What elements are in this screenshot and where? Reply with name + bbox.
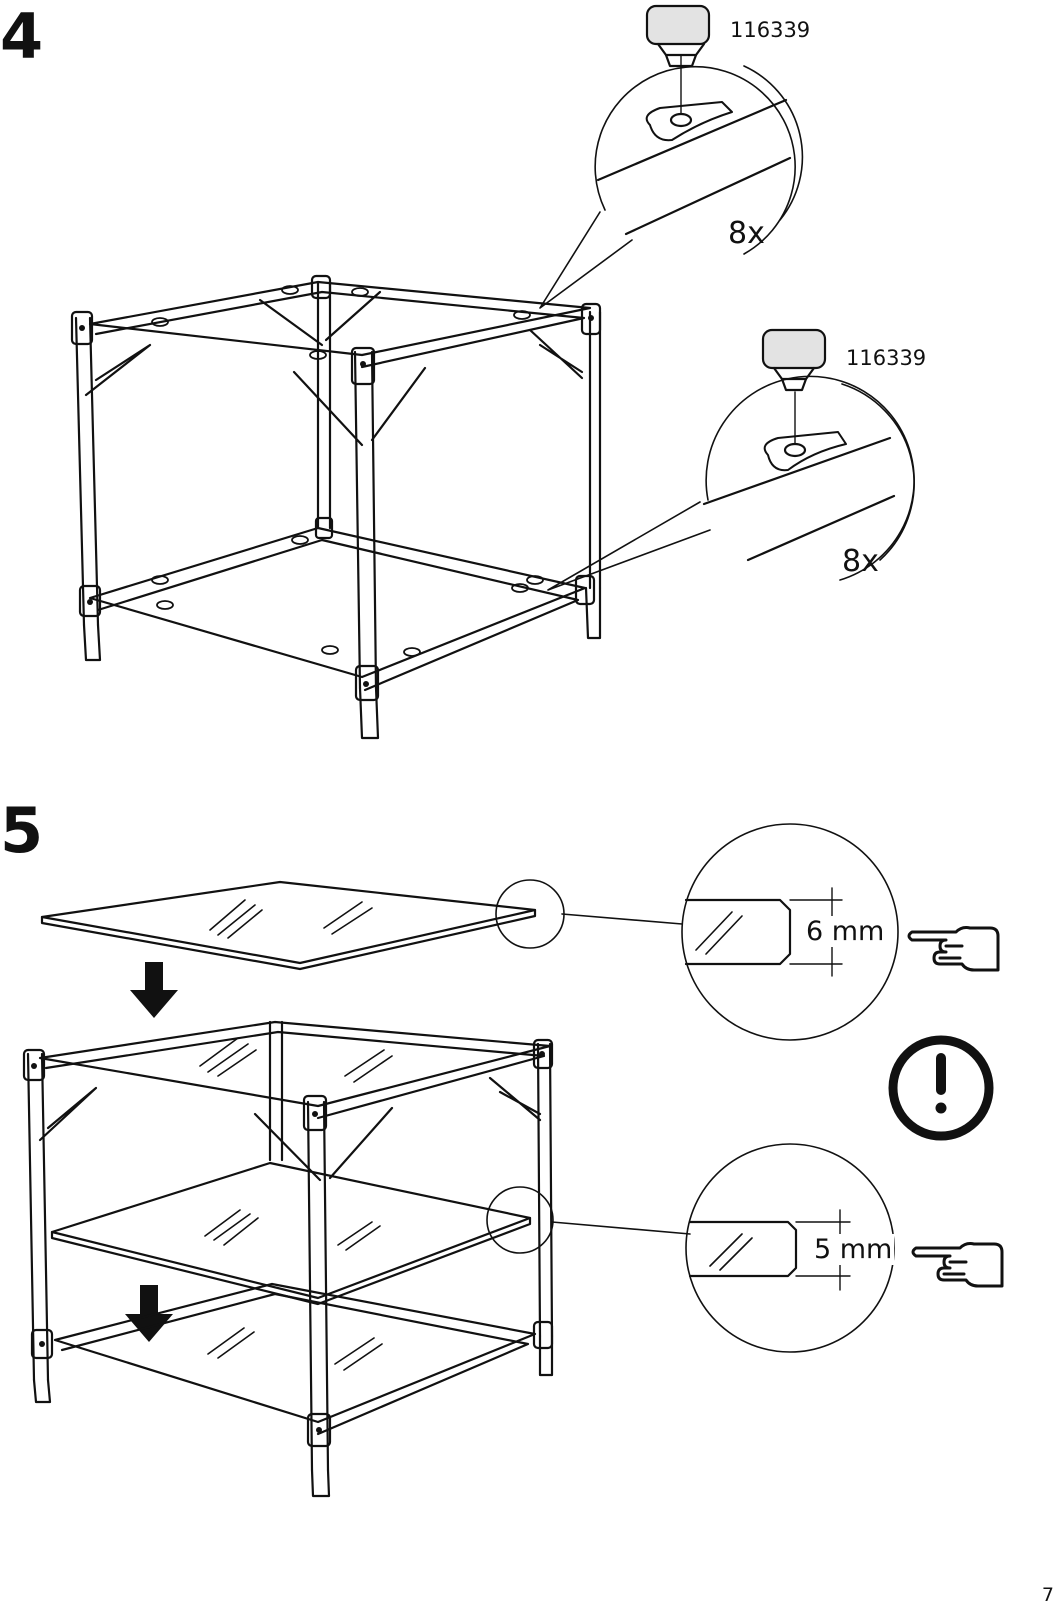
warning-exclamation-icon — [893, 1040, 989, 1136]
step-5-frame-illustration — [24, 1022, 553, 1496]
step-4-callout-top — [595, 6, 802, 254]
down-arrow-icon — [125, 962, 178, 1342]
loose-glass-panel — [42, 880, 564, 969]
step-4-frame-illustration — [72, 276, 600, 738]
glass-thickness-5mm-label: 5 mm — [812, 1234, 894, 1265]
part-id-label: 116339 — [730, 18, 810, 42]
quantity-label: 8x — [728, 216, 765, 251]
quantity-label: 8x — [842, 544, 879, 579]
glass-thickness-6mm-label: 6 mm — [804, 916, 886, 947]
pointing-hand-icon — [909, 928, 998, 971]
part-id-label: 116339 — [846, 346, 926, 370]
pointing-hand-icon — [913, 1244, 1002, 1287]
page-number: 7 — [1042, 1584, 1054, 1606]
